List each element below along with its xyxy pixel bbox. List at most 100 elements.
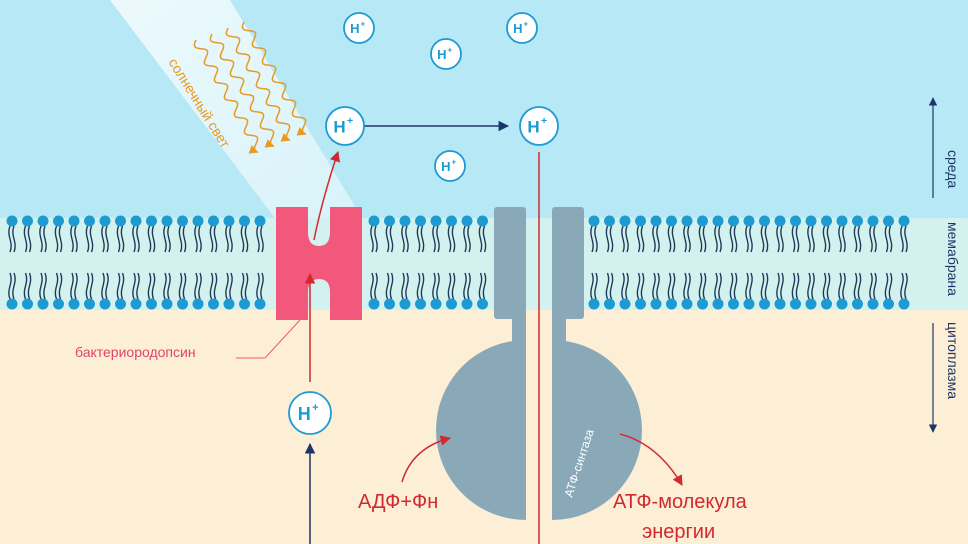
lipid-head — [790, 215, 801, 227]
lipid-tail — [105, 272, 109, 300]
lipid-head — [635, 215, 646, 227]
proton-charge: + — [524, 19, 529, 28]
lipid-head — [619, 215, 631, 227]
proton-charge: + — [361, 19, 366, 28]
lipid-bilayer — [6, 215, 910, 310]
lipid-tail — [151, 272, 156, 300]
lipid-head — [430, 215, 442, 227]
proton-symbol: H — [437, 47, 446, 62]
lipid-tail — [136, 225, 140, 253]
lipid-tail — [370, 225, 374, 253]
lipid-tail — [621, 272, 625, 300]
lipid-tail — [374, 272, 378, 300]
proton-symbol: H — [298, 404, 311, 424]
lipid-tail — [182, 272, 187, 300]
proton-charge: + — [448, 45, 453, 54]
lipid-tail — [432, 272, 436, 300]
lipid-tail — [39, 225, 43, 253]
lipid-head — [161, 298, 173, 310]
lipid-head — [177, 298, 188, 310]
atp-label-line1: АТФ-молекула — [613, 491, 748, 513]
lipid-tail — [209, 225, 214, 253]
lipid-tail — [826, 225, 831, 253]
lipid-head — [461, 298, 473, 310]
lipid-head — [84, 298, 95, 310]
lipid-tail — [405, 225, 409, 253]
proton-circle — [430, 38, 462, 70]
proton-symbol: H — [333, 117, 345, 136]
lipid-tail — [85, 272, 90, 300]
lipid-tail — [733, 272, 738, 300]
lipid-tail — [667, 272, 672, 300]
lipid-head — [898, 298, 910, 310]
lipid-head — [852, 298, 863, 310]
lipid-tail — [244, 225, 249, 253]
lipid-tail — [636, 272, 641, 300]
lipid-head — [208, 298, 219, 310]
lipid-tail — [436, 225, 440, 253]
lipid-head — [99, 298, 111, 310]
lipid-tail — [652, 225, 656, 253]
lipid-tail — [167, 272, 171, 300]
lipid-tail — [811, 225, 815, 253]
lipid-tail — [904, 225, 908, 253]
lipid-tail — [74, 272, 78, 300]
lipid-tail — [640, 225, 645, 253]
lipid-tail — [683, 272, 687, 300]
lipid-tail — [85, 225, 90, 253]
proton-exit-arrow — [313, 151, 340, 241]
lipid-tail — [389, 272, 394, 300]
lipid-head — [239, 215, 250, 227]
proton-circle — [325, 106, 365, 146]
lipid-tail — [167, 225, 171, 253]
lipid-head — [697, 298, 708, 310]
lipid-tail — [884, 272, 889, 300]
lipid-tail — [416, 225, 421, 253]
lipid-tail — [687, 225, 691, 253]
lipid-head — [446, 298, 457, 310]
lipid-head — [712, 298, 724, 310]
proton: H+ — [288, 391, 332, 435]
lipid-tail — [733, 225, 738, 253]
lipid-head — [805, 298, 817, 310]
proton-circle — [506, 12, 538, 44]
adp-input-arrow — [401, 435, 452, 483]
lipid-tail — [776, 225, 780, 253]
lipid-head — [208, 215, 219, 227]
lipid-head — [477, 298, 488, 310]
bacteriorhodopsin-leader-line — [236, 319, 301, 359]
lipid-tail — [702, 272, 707, 300]
lipid-tail — [89, 225, 94, 253]
lipid-tail — [683, 225, 687, 253]
proton-symbol: H — [513, 21, 522, 36]
lipid-tail — [209, 272, 214, 300]
lipid-head — [867, 215, 879, 227]
sidebar-environment-label: среда — [945, 150, 961, 188]
lipid-head — [461, 215, 473, 227]
lipid-head — [384, 215, 395, 227]
lipid-tail — [23, 272, 28, 300]
lipid-tail — [213, 225, 218, 253]
lipid-head — [852, 215, 863, 227]
sunlight-ray — [193, 39, 259, 154]
lipid-tail — [147, 225, 152, 253]
lipid-tail — [401, 225, 405, 253]
lipid-head — [743, 215, 755, 227]
lipid-tail — [58, 272, 63, 300]
lipid-tail — [900, 225, 904, 253]
lipid-head — [446, 215, 457, 227]
lipid-head — [146, 298, 157, 310]
proton-symbol: H — [527, 117, 539, 136]
proton-circle — [288, 391, 332, 435]
lipid-tail — [198, 225, 202, 253]
lipid-tail — [8, 225, 12, 253]
lipid-tail — [888, 272, 893, 300]
lipid-tail — [656, 225, 660, 253]
lipid-head — [588, 215, 600, 227]
lipid-head — [774, 215, 786, 227]
lipid-tail — [405, 272, 409, 300]
lipid-head — [790, 298, 801, 310]
lipid-tail — [229, 272, 233, 300]
lipid-tail — [780, 225, 784, 253]
